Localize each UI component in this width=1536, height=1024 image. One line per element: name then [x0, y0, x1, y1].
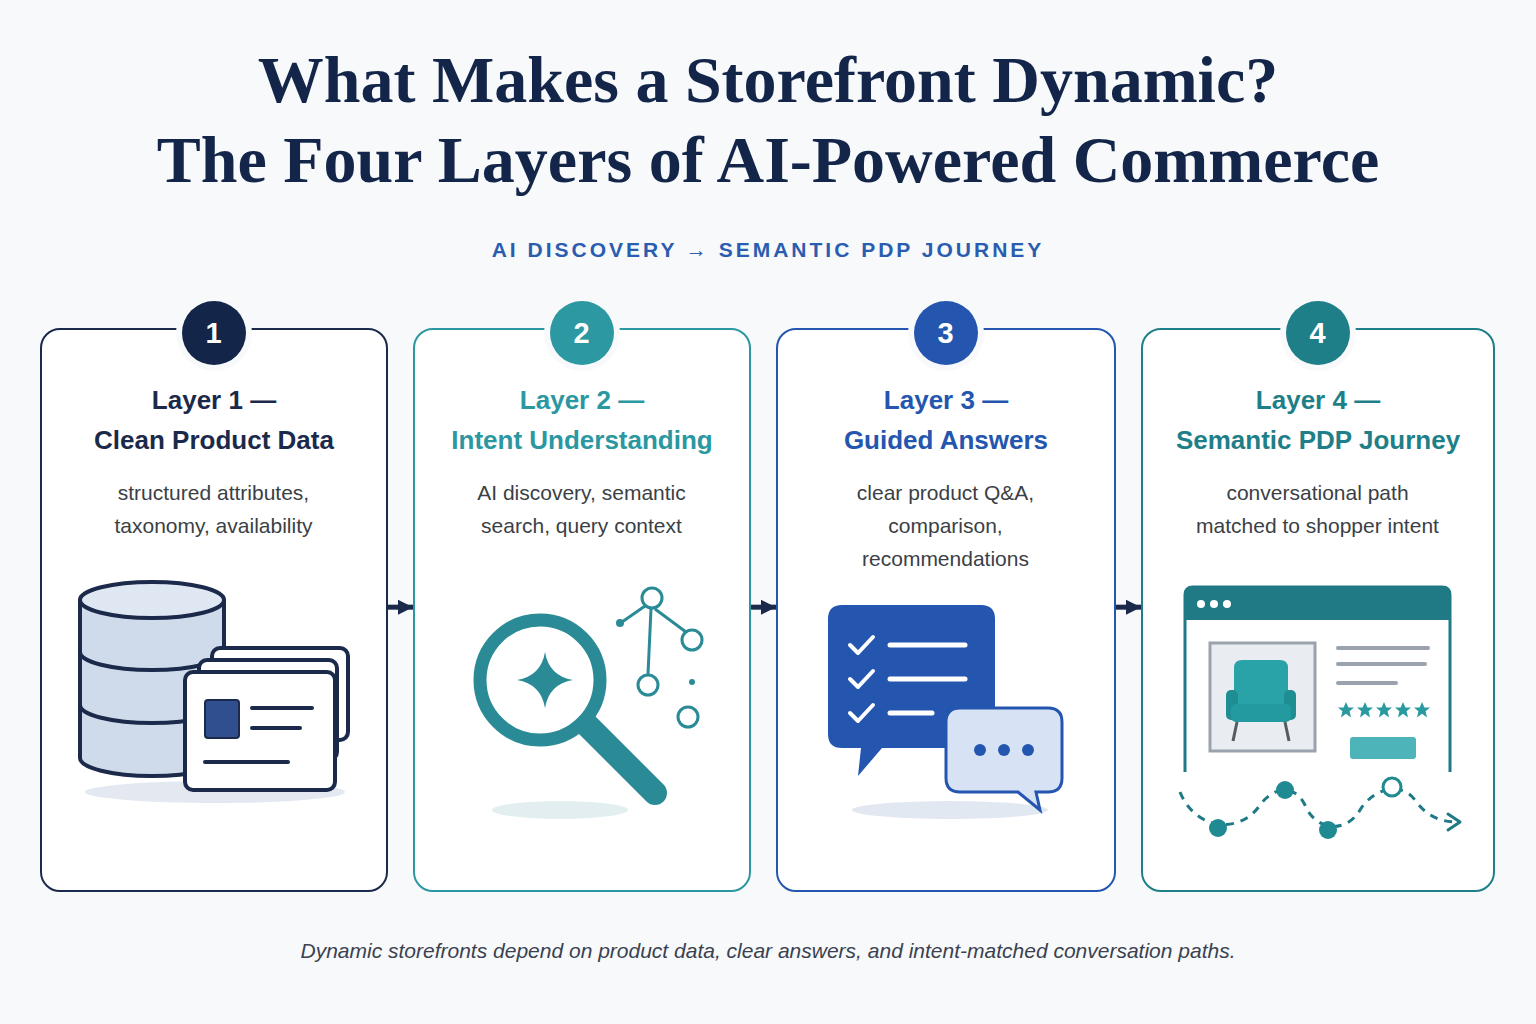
diagram-caption: Dynamic storefronts depend on product da… — [0, 937, 1536, 965]
layer-description: structured attributes, taxonomy, availab… — [86, 476, 342, 542]
layer-box: Layer 2 — Intent Understanding AI discove… — [413, 328, 751, 892]
step-number: 4 — [1309, 317, 1325, 349]
step-number-circle: 4 — [1286, 301, 1350, 365]
layer-heading: Layer 1 — Clean Product Data — [48, 380, 380, 460]
layer-box: Layer 3 — Guided Answers clear product Q&… — [776, 328, 1116, 892]
layer-heading: Layer 4 — Semantic PDP Journey — [1149, 380, 1487, 460]
step-number: 1 — [205, 317, 221, 349]
diagram-title: What Makes a Storefront Dynamic? The Fou… — [0, 40, 1536, 200]
step-number-circle: 3 — [914, 301, 978, 365]
layer-description: AI discovery, semantic search, query con… — [454, 476, 710, 542]
step-number-circle: 2 — [550, 301, 614, 365]
layer-heading: Layer 3 — Guided Answers — [784, 380, 1108, 460]
flow-arrow — [751, 605, 776, 610]
step-number: 3 — [937, 317, 953, 349]
flow-arrow — [1116, 605, 1141, 610]
layer-box: Layer 1 — Clean Product Data structured a… — [40, 328, 388, 892]
layer-description: clear product Q&A, comparison, recommend… — [818, 476, 1074, 575]
step-number-circle: 1 — [182, 301, 246, 365]
layer-description: conversational path matched to shopper i… — [1190, 476, 1446, 542]
layer-heading: Layer 2 — Intent Understanding — [421, 380, 743, 460]
flow-arrow — [388, 605, 413, 610]
step-number: 2 — [573, 317, 589, 349]
layer-box: Layer 4 — Semantic PDP Journey conversati… — [1141, 328, 1495, 892]
subtitle-label: AI DISCOVERY → SEMANTIC PDP JOURNEY — [0, 236, 1536, 264]
